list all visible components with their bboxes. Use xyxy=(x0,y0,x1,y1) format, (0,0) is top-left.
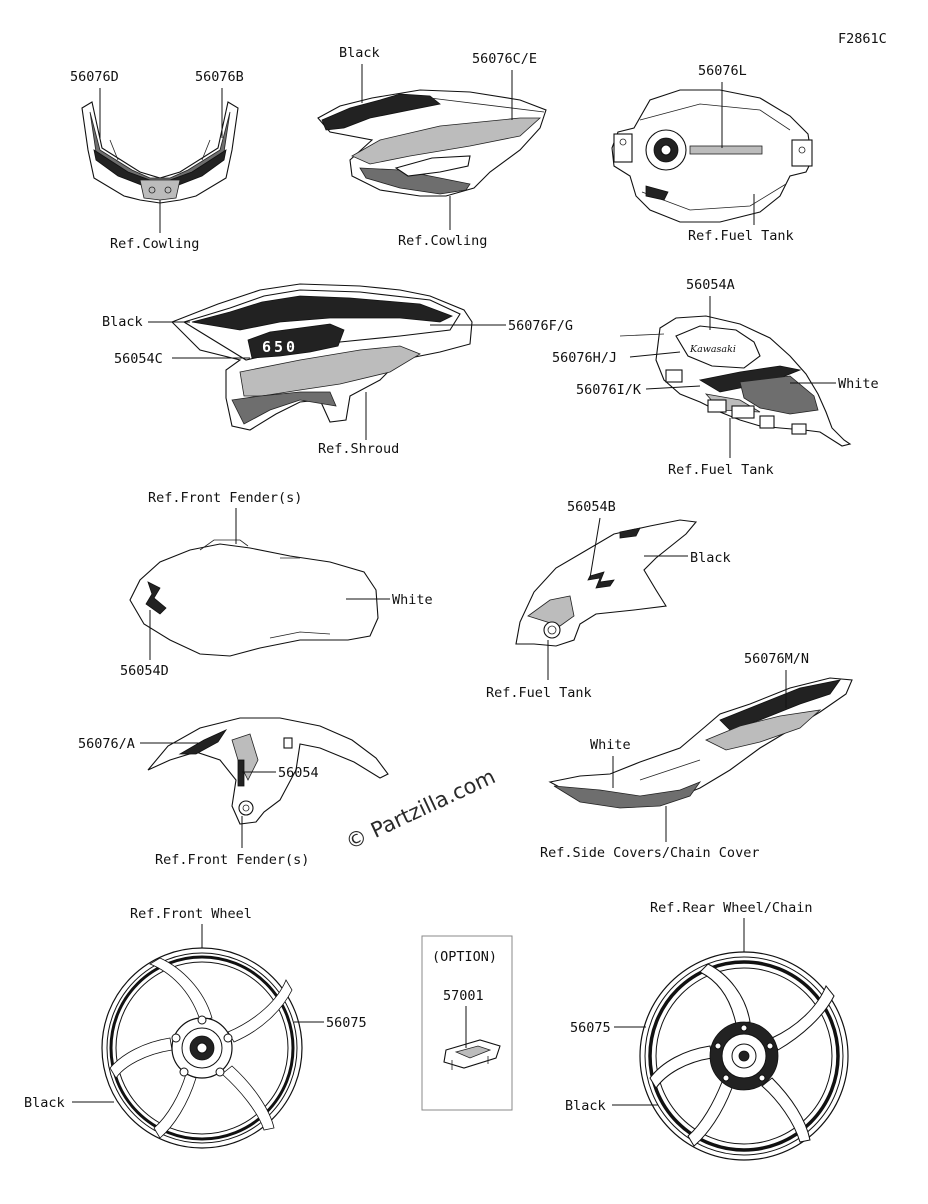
label-56075-front: 56075 xyxy=(326,1015,367,1031)
front-fender-side-drawing xyxy=(147,717,389,825)
label-ref-fuel-tank-3: Ref.Fuel Tank xyxy=(486,685,592,701)
option-box xyxy=(421,935,513,1111)
label-black-front-wheel: Black xyxy=(24,1095,65,1111)
label-56054b: 56054B xyxy=(567,499,616,515)
label-ref-front-wheel: Ref.Front Wheel xyxy=(130,906,252,922)
front-fender-top-drawing xyxy=(129,539,379,657)
label-57001: 57001 xyxy=(443,988,484,1004)
label-56076mn: 56076M/N xyxy=(744,651,809,667)
label-56075-rear: 56075 xyxy=(570,1020,611,1036)
label-56076l: 56076L xyxy=(698,63,747,79)
fuel-tank-top-drawing xyxy=(611,89,813,223)
label-white-1: White xyxy=(838,376,879,392)
front-wheel-drawing xyxy=(101,947,303,1149)
label-black-2: Black xyxy=(102,314,143,330)
label-white-2: White xyxy=(392,592,433,608)
label-ref-fuel-tank-1: Ref.Fuel Tank xyxy=(688,228,794,244)
svg-text:650: 650 xyxy=(262,338,298,356)
label-ref-fuel-tank-2: Ref.Fuel Tank xyxy=(668,462,774,478)
label-56076fg: 56076F/G xyxy=(508,318,573,334)
label-ref-cowling-1: Ref.Cowling xyxy=(110,236,199,252)
label-ref-shroud: Ref.Shroud xyxy=(318,441,399,457)
label-ref-front-fender-2: Ref.Front Fender(s) xyxy=(155,852,309,868)
label-56054d: 56054D xyxy=(120,663,169,679)
label-ref-rear-wheel: Ref.Rear Wheel/Chain xyxy=(650,900,813,916)
rear-wheel-drawing xyxy=(639,951,849,1161)
tank-badge-text: Kawasaki xyxy=(689,344,736,355)
label-black-1: Black xyxy=(339,45,380,61)
fuel-tank-side-drawing: Kawasaki xyxy=(619,315,852,447)
label-56076a: 56076/A xyxy=(78,736,135,752)
label-56076hj: 56076H/J xyxy=(552,350,617,366)
label-ref-front-fender-1: Ref.Front Fender(s) xyxy=(148,490,302,506)
label-56076ce: 56076C/E xyxy=(472,51,537,67)
label-56054c: 56054C xyxy=(114,351,163,367)
side-cover-drawing xyxy=(548,677,853,809)
label-option: (OPTION) xyxy=(432,949,497,965)
label-56054: 56054 xyxy=(278,765,319,781)
label-black-rear-wheel: Black xyxy=(565,1098,606,1114)
watermark: © Partzilla.com xyxy=(342,764,499,854)
label-56054a: 56054A xyxy=(686,277,735,293)
label-ref-cowling-2: Ref.Cowling xyxy=(398,233,487,249)
label-56076d: 56076D xyxy=(70,69,119,85)
tank-cover-drawing xyxy=(515,519,698,647)
label-white-3: White xyxy=(590,737,631,753)
front-cowling-drawing xyxy=(81,101,239,204)
label-56076b: 56076B xyxy=(195,69,244,85)
shroud-drawing: 650 xyxy=(171,283,473,431)
diagram-code: F2861C xyxy=(838,31,887,47)
side-cowling-drawing xyxy=(317,89,547,197)
label-black-3: Black xyxy=(690,550,731,566)
label-ref-side-covers: Ref.Side Covers/Chain Cover xyxy=(540,845,759,861)
label-56076ik: 56076I/K xyxy=(576,382,642,398)
